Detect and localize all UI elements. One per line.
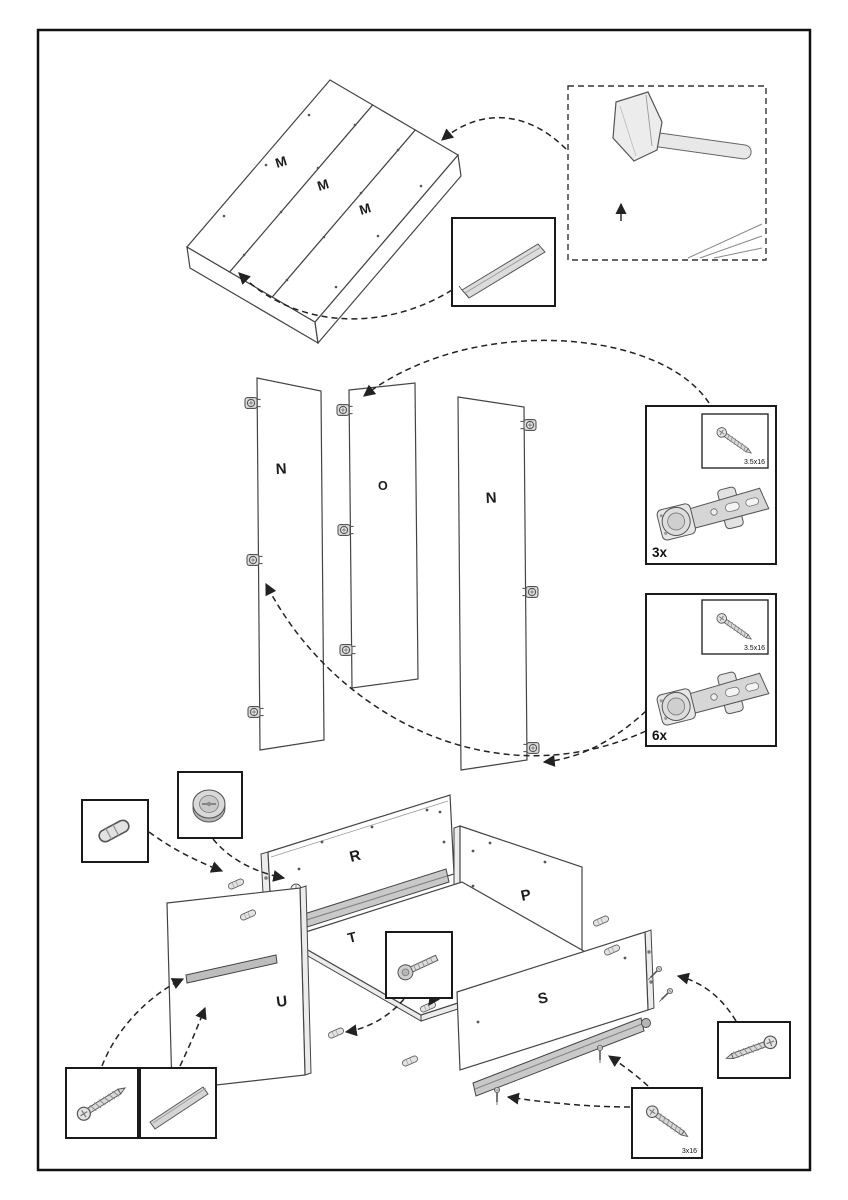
dowel-pin [401, 1054, 419, 1068]
door-left-n [256, 377, 325, 751]
long-screw-inset [717, 1021, 791, 1079]
back-panel-m3 [271, 129, 459, 323]
hinge-6x-quantity: 6x [652, 728, 668, 743]
arrow-screw-to-handle [101, 978, 185, 1067]
handle-strip-icon [149, 1086, 209, 1130]
screw-3x16-inset: 3x16 [631, 1087, 703, 1159]
cabinet-back-assembly: M M M [186, 79, 462, 345]
door-panels: N O N [244, 377, 540, 771]
dowel-inset [81, 799, 149, 863]
handle-strip-inset [139, 1067, 217, 1139]
panel-u [166, 887, 306, 1091]
cam-lock-icon [192, 789, 226, 823]
hinge-3x-quantity: 3x [652, 545, 668, 560]
door-right-n [457, 396, 528, 771]
hinge-screw-size: 3.5x16 [744, 645, 765, 652]
cam-bolt-icon [397, 954, 439, 981]
arrow-hammer-to-cabinet [441, 116, 567, 150]
panel-s [456, 931, 649, 1071]
handle-groove [185, 954, 278, 984]
edge-strip-icon [458, 243, 546, 299]
screw-3x16-size: 3x16 [682, 1148, 697, 1155]
assembly-arrows [101, 116, 737, 1108]
door-middle-o [348, 382, 419, 689]
panel-corner-lines [687, 223, 763, 259]
arrow-strip-to-cabinet [238, 272, 453, 320]
hammer-inset-box [567, 85, 767, 261]
label-panel-u: U [275, 993, 288, 1011]
arrow-cam-to-r [212, 838, 286, 882]
label-door-left: N [275, 460, 287, 478]
arrow-strip-to-handle [179, 1006, 207, 1067]
label-door-middle: O [378, 479, 388, 493]
dowel-pin [227, 877, 245, 891]
nail-marks [222, 113, 423, 289]
cam-bolt-inset [385, 931, 453, 999]
dowel-pin [592, 914, 610, 928]
hammer-icon [612, 91, 752, 162]
page-border [36, 28, 812, 1172]
arrow-cambolt-left [344, 998, 405, 1037]
hammer-inset [567, 85, 767, 261]
arrow-longscrew-to-s [676, 972, 737, 1022]
arrow-3x16-up [608, 1055, 649, 1087]
drawer-slide-right [472, 1017, 651, 1097]
label-door-right: N [485, 489, 497, 507]
label-panel-m2: M [315, 176, 330, 194]
label-panel-p: P [519, 886, 532, 905]
label-panel-s: S [536, 989, 549, 1008]
edge-strip-inset [451, 217, 556, 307]
small-screw [596, 1044, 604, 1064]
arrow-hinge3x-to-doors [363, 339, 710, 404]
small-screw [493, 1086, 501, 1106]
handle-screw-inset [65, 1067, 139, 1139]
front-screw [656, 986, 675, 1005]
dowel-pin [327, 1026, 345, 1040]
arrow-3x16-left [506, 1092, 631, 1108]
hinge-inset-6x: 3.5x16 6x [645, 593, 777, 747]
hinge-inset-3x: 3.5x16 3x [645, 405, 777, 565]
arrow-cambolt-down [428, 992, 440, 1006]
hinge-screw-size: 3.5x16 [744, 459, 765, 466]
cam-lock-inset [177, 771, 243, 839]
drawer-assembly: R P T U S [166, 794, 655, 1097]
arrow-dowel-to-r [148, 831, 224, 873]
